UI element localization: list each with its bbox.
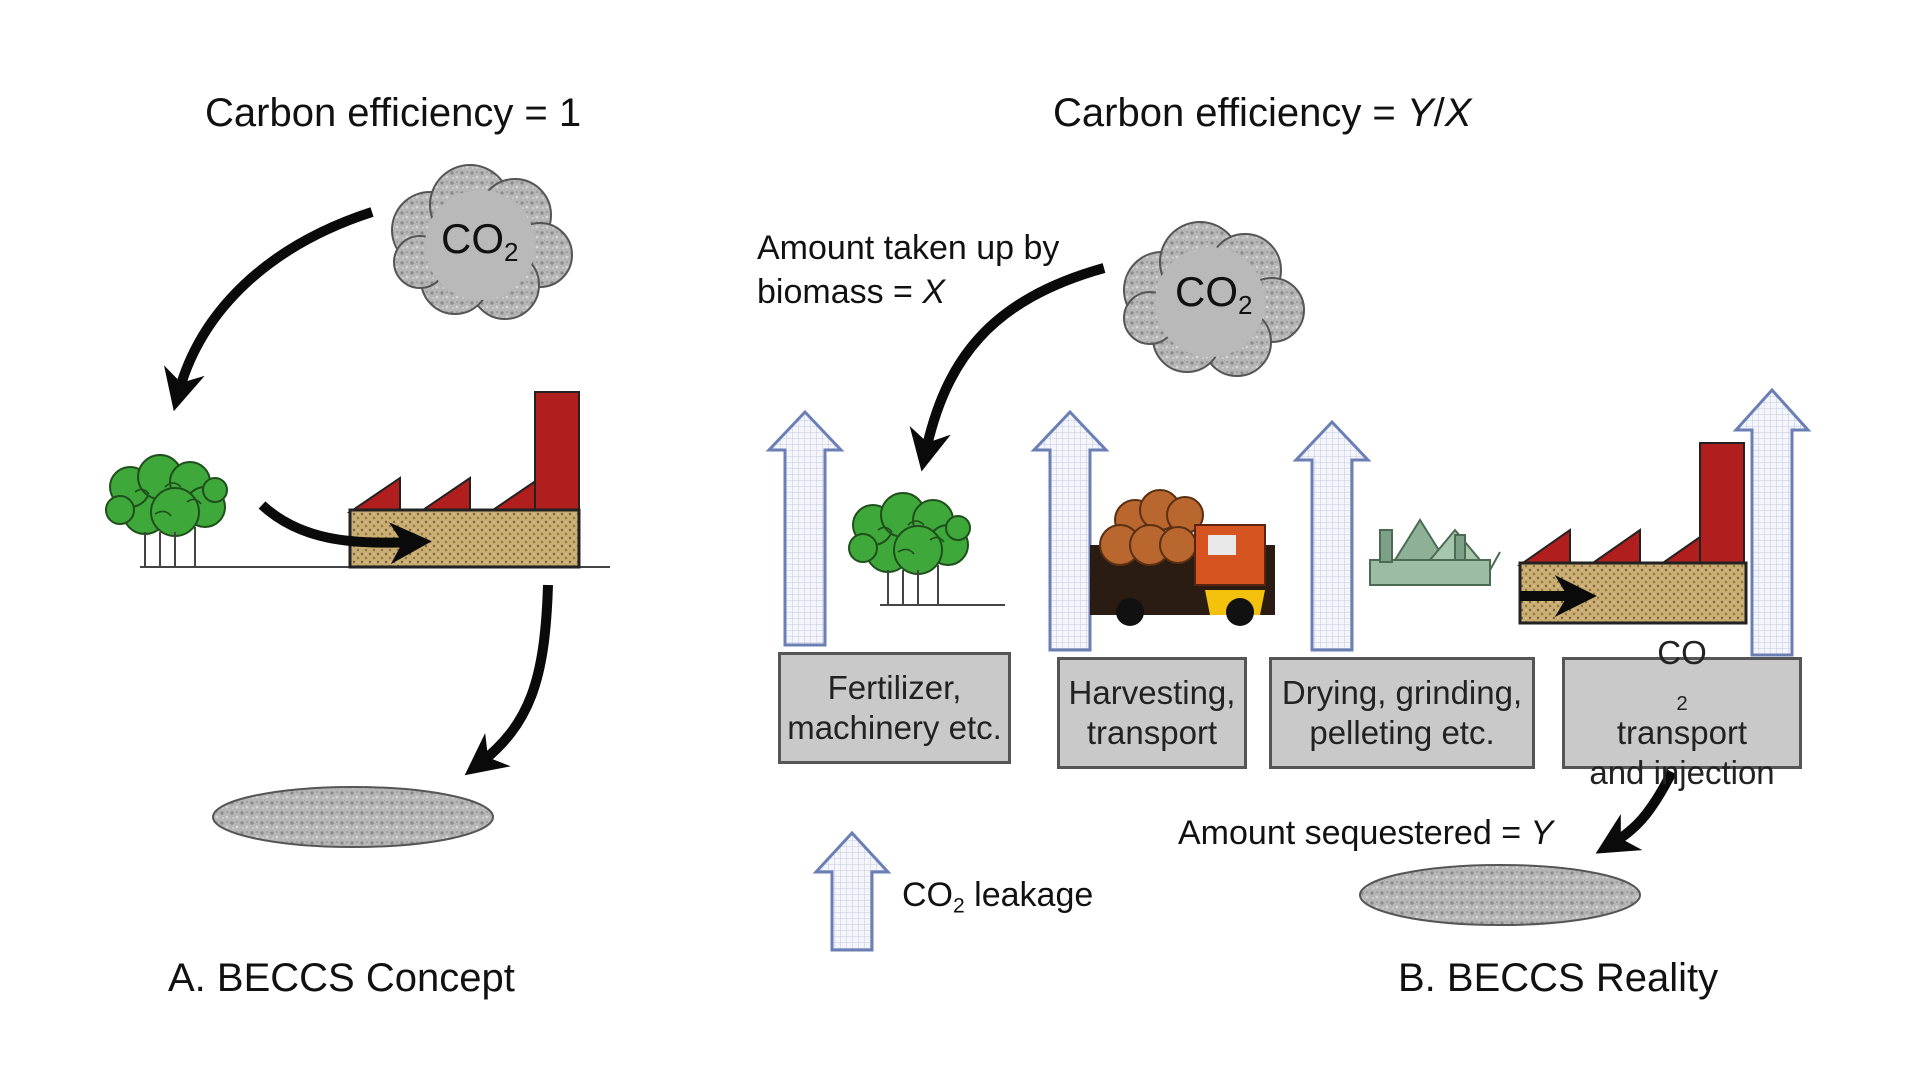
box-fertilizer-line2: machinery etc. (787, 709, 1002, 746)
panel-a-title-prefix: Carbon efficiency = (205, 91, 559, 135)
box-drying-line1: Drying, grinding, (1281, 674, 1523, 711)
box-co2-transport-line2: and injection (1589, 754, 1775, 791)
tree-icon-a (105, 454, 228, 568)
processing-machinery-icon (1369, 518, 1501, 586)
box-co2-transport: CO 2 transport and injection (1562, 634, 1802, 791)
arrow-tree-to-factory-a (258, 501, 432, 565)
legend-leakage-arrow (812, 830, 892, 952)
box-drying: Drying, grinding, pelleting etc. (1269, 657, 1535, 769)
co2-label-b-text: CO (1175, 268, 1238, 315)
co2-label-a-sub: 2 (504, 236, 519, 267)
harvester-truck-icon (1090, 489, 1275, 626)
panel-a-title: Carbon efficiency = 1 (205, 93, 581, 133)
arrow-co2-to-tree-b (909, 263, 1106, 472)
box-co2-text: CO (1657, 634, 1707, 671)
panel-b-title-x: X (1444, 91, 1472, 135)
leakage-arrow-harvesting (1030, 409, 1110, 652)
panel-a-label: A. BECCS Concept (168, 956, 515, 1000)
panel-b-title-y: Y (1406, 91, 1434, 135)
co2-cloud-a (391, 164, 573, 320)
uptake-label: Amount taken up by biomass = X (757, 226, 1059, 314)
arrow-co2-to-tree-a (164, 207, 374, 412)
legend-co2-sub: 2 (953, 894, 965, 918)
box-harvesting-line1: Harvesting, (1068, 674, 1236, 711)
legend-leakage-rest: leakage (964, 876, 1094, 914)
leakage-arrow-fertilizer (765, 409, 845, 647)
box-co2-rest: transport (1616, 714, 1748, 751)
box-fertilizer: Fertilizer, machinery etc. (778, 652, 1011, 764)
co2-label-a-text: CO (441, 215, 504, 262)
box-co2-sub: 2 (1676, 692, 1688, 716)
co2-label-a: CO2 (441, 215, 518, 265)
uptake-line1: Amount taken up by (757, 229, 1060, 267)
box-drying-line2: pelleting etc. (1309, 714, 1495, 751)
storage-reservoir-a (212, 786, 494, 848)
legend-leakage-label: CO2 leakage (902, 876, 1094, 916)
arrow-to-storage-b (1595, 769, 1677, 854)
box-harvesting-line2: transport (1086, 714, 1218, 751)
box-fertilizer-line1: Fertilizer, (827, 669, 962, 706)
sequestered-prefix: Amount sequestered = (1178, 814, 1531, 852)
panel-a-title-value: 1 (558, 91, 582, 135)
co2-label-b-sub: 2 (1238, 289, 1253, 320)
panel-b-title-prefix: Carbon efficiency = (1053, 91, 1407, 135)
sequestered-label: Amount sequestered = Y (1178, 816, 1553, 850)
box-co2-transport-line1: CO 2 transport (1589, 633, 1774, 753)
uptake-var: X (922, 273, 946, 311)
panel-b-title: Carbon efficiency = Y/X (1053, 93, 1471, 133)
tree-icon-b (848, 492, 971, 606)
co2-cloud-b (1123, 221, 1305, 377)
uptake-line2-prefix: biomass = (757, 273, 923, 311)
panel-b-title-slash: / (1433, 91, 1445, 135)
co2-label-b: CO2 (1175, 268, 1252, 318)
storage-reservoir-b (1359, 864, 1641, 926)
legend-co2-text: CO (902, 876, 953, 914)
box-harvesting: Harvesting, transport (1057, 657, 1247, 769)
arrow-factory-to-storage-a (464, 584, 553, 776)
leakage-arrow-drying (1292, 419, 1372, 652)
panel-b-label: B. BECCS Reality (1398, 956, 1719, 1000)
leakage-arrow-transport (1732, 387, 1812, 657)
sequestered-var: Y (1530, 814, 1554, 852)
